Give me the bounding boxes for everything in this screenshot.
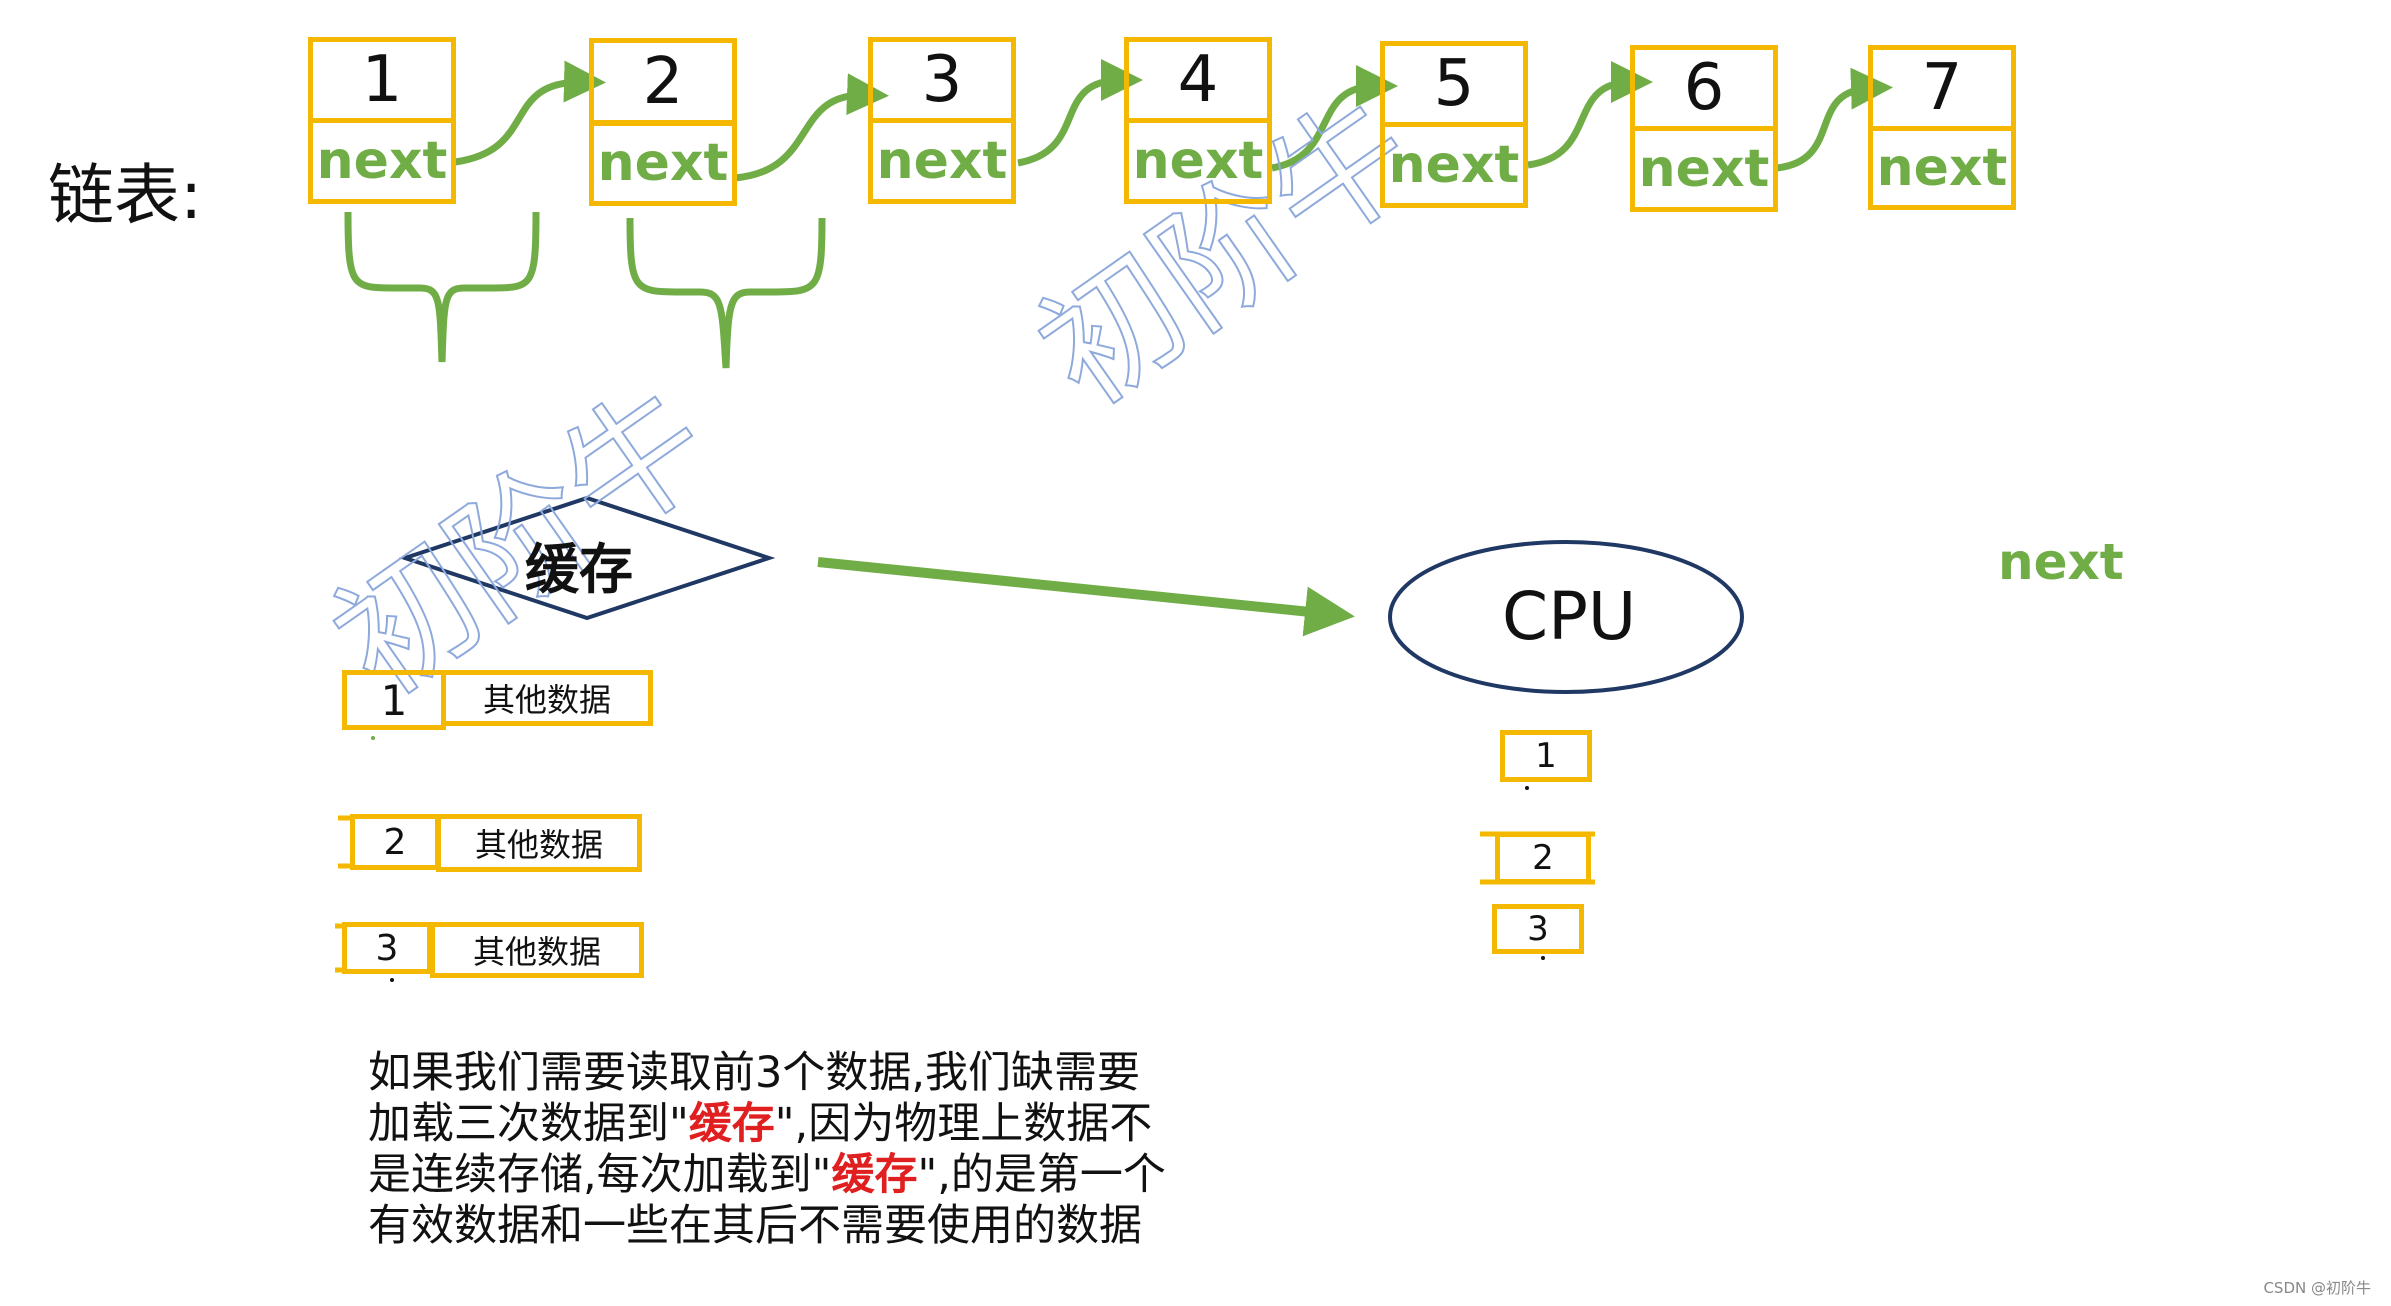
cache-row-3-num: 3 <box>342 922 432 974</box>
cpu-item-2: 2 <box>1495 832 1591 884</box>
node-next-pointer: next <box>1380 122 1528 208</box>
linked-list-title: 链表: <box>48 157 203 234</box>
brace-1 <box>344 211 540 363</box>
cache-row-3-data: 其他数据 <box>430 922 644 978</box>
cpu-item-3: 3 <box>1492 904 1584 954</box>
link-arrow-3-4 <box>1017 59 1143 167</box>
node-value: 4 <box>1124 37 1272 123</box>
para-line-3: 是连续存储,每次加载到"缓存",的是第一个 <box>368 1150 1168 1201</box>
link-arrow-5-6 <box>1527 61 1653 169</box>
para-text: ",的是第一个 <box>917 1150 1166 1200</box>
para-text: 是连续存储,每次加载到" <box>368 1150 832 1200</box>
link-arrow-6-7 <box>1776 67 1893 172</box>
node-next-pointer: next <box>308 118 456 204</box>
cache-row-1-data: 其他数据 <box>441 670 653 726</box>
cache-row-2-data: 其他数据 <box>436 814 642 872</box>
node-next-pointer: next <box>1630 126 1778 212</box>
node-value: 3 <box>868 37 1016 123</box>
dot-cpu-1 <box>1525 786 1529 790</box>
cpu-item-1: 1 <box>1500 730 1592 782</box>
link-arrow-2-3 <box>734 73 889 182</box>
cache-to-cpu-arrow <box>817 557 1355 637</box>
link-arrow-4-5 <box>1271 65 1398 172</box>
explanation-paragraph: 如果我们需要读取前3个数据,我们缺需要 加载三次数据到"缓存",因为物理上数据不… <box>368 1048 1168 1252</box>
node-next-pointer: next <box>1124 118 1272 204</box>
para-emphasis: 缓存 <box>831 1150 918 1200</box>
node-value: 7 <box>1868 45 2016 131</box>
para-text: 加载三次数据到" <box>368 1099 689 1149</box>
dot-cpu-3 <box>1541 956 1545 960</box>
brace-2 <box>626 217 826 369</box>
cache-diamond <box>398 495 776 621</box>
cpu-ellipse <box>1388 540 1744 694</box>
para-emphasis: 缓存 <box>688 1099 775 1149</box>
dot-row-1 <box>371 736 375 740</box>
node-value: 6 <box>1630 45 1778 131</box>
cache-row-2-num: 2 <box>350 814 440 870</box>
link-arrow-1-2 <box>454 60 606 166</box>
node-next-pointer: next <box>589 120 737 206</box>
para-line-2: 加载三次数据到"缓存",因为物理上数据不 <box>368 1099 1168 1150</box>
stray-next-label: next <box>1998 533 2124 591</box>
para-line-4: 有效数据和一些在其后不需要使用的数据 <box>368 1201 1142 1251</box>
node-next-pointer: next <box>868 118 1016 204</box>
cache-label: 缓存 <box>525 538 633 601</box>
node-value: 2 <box>589 38 737 126</box>
para-text: ",因为物理上数据不 <box>774 1099 1153 1149</box>
para-line-1: 如果我们需要读取前3个数据,我们缺需要 <box>368 1048 1141 1098</box>
footer-credit: CSDN @初阶牛 <box>2263 1279 2371 1297</box>
cpu-label: CPU <box>1502 578 1637 655</box>
node-value: 5 <box>1380 41 1528 127</box>
node-next-pointer: next <box>1868 126 2016 210</box>
node-value: 1 <box>308 37 456 123</box>
cache-row-1-num: 1 <box>342 670 446 730</box>
dot-row-3 <box>390 978 394 982</box>
